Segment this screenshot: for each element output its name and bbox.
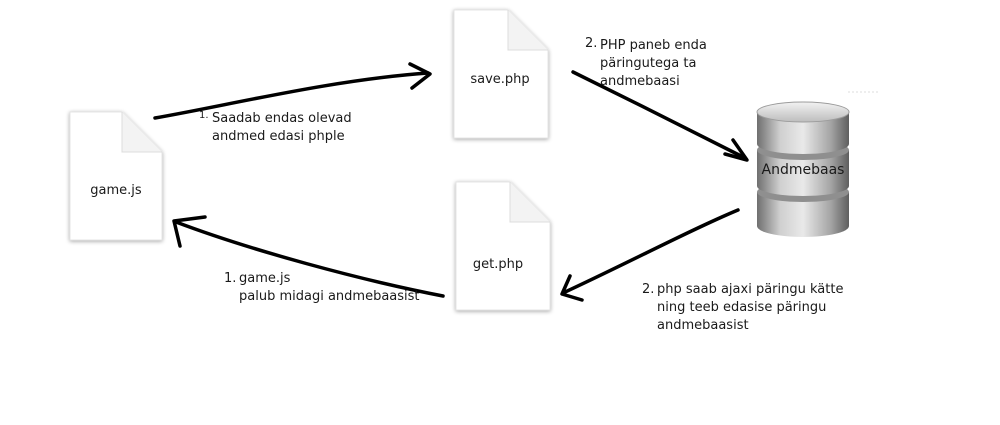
node-label-database: Andmebaas xyxy=(761,162,845,178)
node-label-save-php: save.php xyxy=(470,72,530,87)
edge-text-save-to-db: PHP paneb enda päringutega ta andmebaasi xyxy=(600,38,707,89)
arrow-save-to-db xyxy=(571,70,749,162)
edge-text-game-to-save: Saadab endas olevad andmed edasi phple xyxy=(212,111,352,144)
document-icon xyxy=(453,9,549,139)
database-cylinder-icon xyxy=(756,91,880,237)
node-label-get-php: get.php xyxy=(472,257,524,272)
arrow-db-to-get xyxy=(560,208,740,302)
edge-number-get-to-game: 1. xyxy=(224,271,237,286)
node-label-game-js: game.js xyxy=(90,183,142,198)
arrow-get-to-game xyxy=(172,215,445,298)
document-icon xyxy=(455,181,551,311)
edge-number-save-to-db: 2. xyxy=(585,36,598,51)
edge-number-db-to-get: 2. xyxy=(642,282,655,297)
edge-text-get-to-game: game.js palub midagi andmebaasist xyxy=(239,271,420,304)
arrow-game-to-save xyxy=(153,62,432,120)
edge-number-game-to-save: 1. xyxy=(199,110,209,121)
edge-text-db-to-get: php saab ajaxi päringu kätte ning teeb e… xyxy=(657,282,844,333)
document-icon xyxy=(69,111,163,241)
